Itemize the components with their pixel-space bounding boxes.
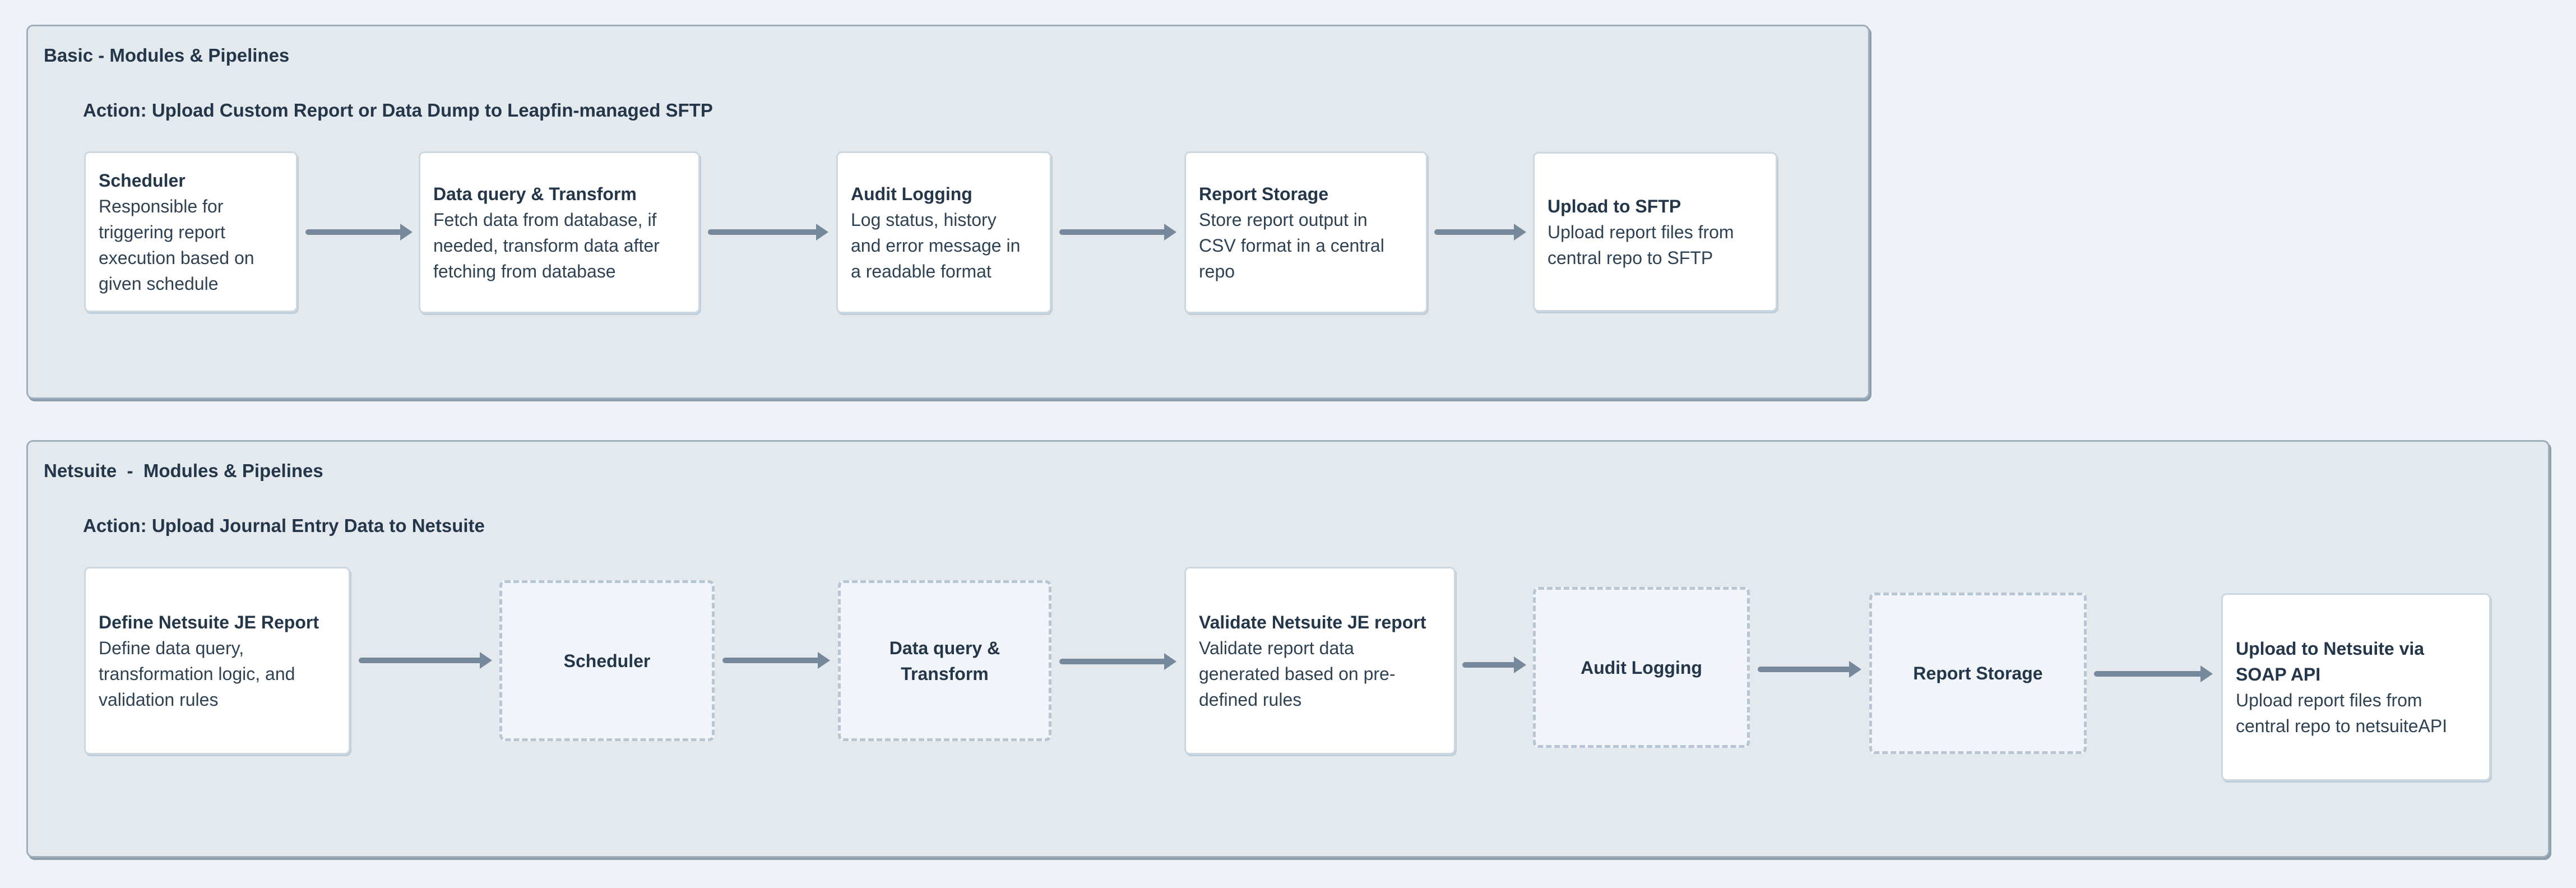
module-title: Validate Netsuite JE report <box>1199 612 1426 632</box>
flow-arrow <box>359 649 492 672</box>
arrow-shaft <box>2094 671 2203 677</box>
module-title: Scheduler <box>563 650 651 671</box>
module-description: Upload report files from central repo to… <box>2236 690 2448 736</box>
module-description: Log status, history and error message in… <box>851 209 1021 281</box>
arrow-head-icon <box>480 652 492 669</box>
flow-arrow <box>1462 654 1526 676</box>
arrow-shaft <box>1059 229 1166 235</box>
flow-arrow <box>1758 658 1861 681</box>
flow-arrow <box>1059 221 1176 243</box>
module-box-upload-netsuite-soap-api: Upload to Netsuite via SOAP API Upload r… <box>2221 593 2491 781</box>
flow-arrow <box>1059 650 1176 673</box>
module-title: Data query & Transform <box>433 183 637 204</box>
panel-action: Action: Upload Journal Entry Data to Net… <box>83 515 485 536</box>
module-title: Scheduler <box>99 170 186 191</box>
module-description: Responsible for triggering report execut… <box>99 196 254 294</box>
module-box-audit-logging: Audit Logging Log status, history and er… <box>836 151 1051 313</box>
module-description: Fetch data from database, if needed, tra… <box>433 209 660 281</box>
module-title: Audit Logging <box>1581 657 1702 678</box>
pipeline-panel-basic: Basic - Modules & Pipelines Action: Uplo… <box>26 25 1870 399</box>
arrow-shaft <box>708 229 818 235</box>
module-box-data-query-transform: Data query & Transform Fetch data from d… <box>419 151 700 313</box>
module-box-report-storage: Report Storage Store report output in CS… <box>1184 151 1428 313</box>
panel-title: Netsuite - Modules & Pipelines <box>44 460 323 481</box>
arrow-head-icon <box>400 224 413 240</box>
arrow-shaft <box>722 658 820 663</box>
module-box-scheduler-placeholder: Scheduler <box>499 580 715 741</box>
arrow-shaft <box>1434 229 1516 235</box>
pipeline-panel-netsuite: Netsuite - Modules & Pipelines Action: U… <box>26 440 2550 858</box>
module-box-define-netsuite-je-report: Define Netsuite JE Report Define data qu… <box>84 567 350 755</box>
arrow-shaft <box>1462 662 1516 668</box>
module-box-data-query-transform-placeholder: Data query & Transform <box>838 580 1051 741</box>
module-title: Data query & Transform <box>889 637 1000 684</box>
panel-title: Basic - Modules & Pipelines <box>44 45 290 66</box>
arrow-head-icon <box>1514 656 1526 673</box>
arrow-head-icon <box>2200 665 2213 682</box>
module-box-report-storage-placeholder: Report Storage <box>1869 593 2087 754</box>
module-description: Validate report data generated based on … <box>1199 637 1396 710</box>
module-box-scheduler: Scheduler Responsible for triggering rep… <box>84 151 298 312</box>
module-description: Define data query, transformation logic,… <box>99 637 295 710</box>
flow-arrow <box>722 649 830 672</box>
arrow-shaft <box>1059 659 1166 664</box>
arrow-shaft <box>1758 667 1851 672</box>
module-box-validate-netsuite-je-report: Validate Netsuite JE report Validate rep… <box>1184 567 1456 755</box>
module-title: Define Netsuite JE Report <box>99 612 319 632</box>
module-title: Report Storage <box>1199 183 1329 204</box>
module-title: Upload to Netsuite via SOAP API <box>2236 638 2425 684</box>
arrow-head-icon <box>816 224 828 240</box>
module-description: Upload report files from central repo to… <box>1548 221 1734 268</box>
arrow-shaft <box>359 658 482 663</box>
arrow-shaft <box>305 229 402 235</box>
module-title: Upload to SFTP <box>1548 196 1681 216</box>
module-title: Audit Logging <box>851 183 972 204</box>
panel-action: Action: Upload Custom Report or Data Dum… <box>83 100 713 121</box>
flow-arrow <box>1434 221 1526 243</box>
module-description: Store report output in CSV format in a c… <box>1199 209 1384 281</box>
arrow-head-icon <box>1849 661 1861 678</box>
arrow-head-icon <box>1164 653 1176 670</box>
flow-arrow <box>708 221 828 243</box>
arrow-head-icon <box>818 652 830 669</box>
module-box-upload-sftp: Upload to SFTP Upload report files from … <box>1533 152 1777 312</box>
flow-arrow <box>305 221 413 243</box>
module-title: Report Storage <box>1913 663 2043 683</box>
flow-arrow <box>2094 663 2213 685</box>
module-box-audit-logging-placeholder: Audit Logging <box>1533 587 1750 748</box>
arrow-head-icon <box>1514 224 1526 240</box>
arrow-head-icon <box>1164 224 1176 240</box>
